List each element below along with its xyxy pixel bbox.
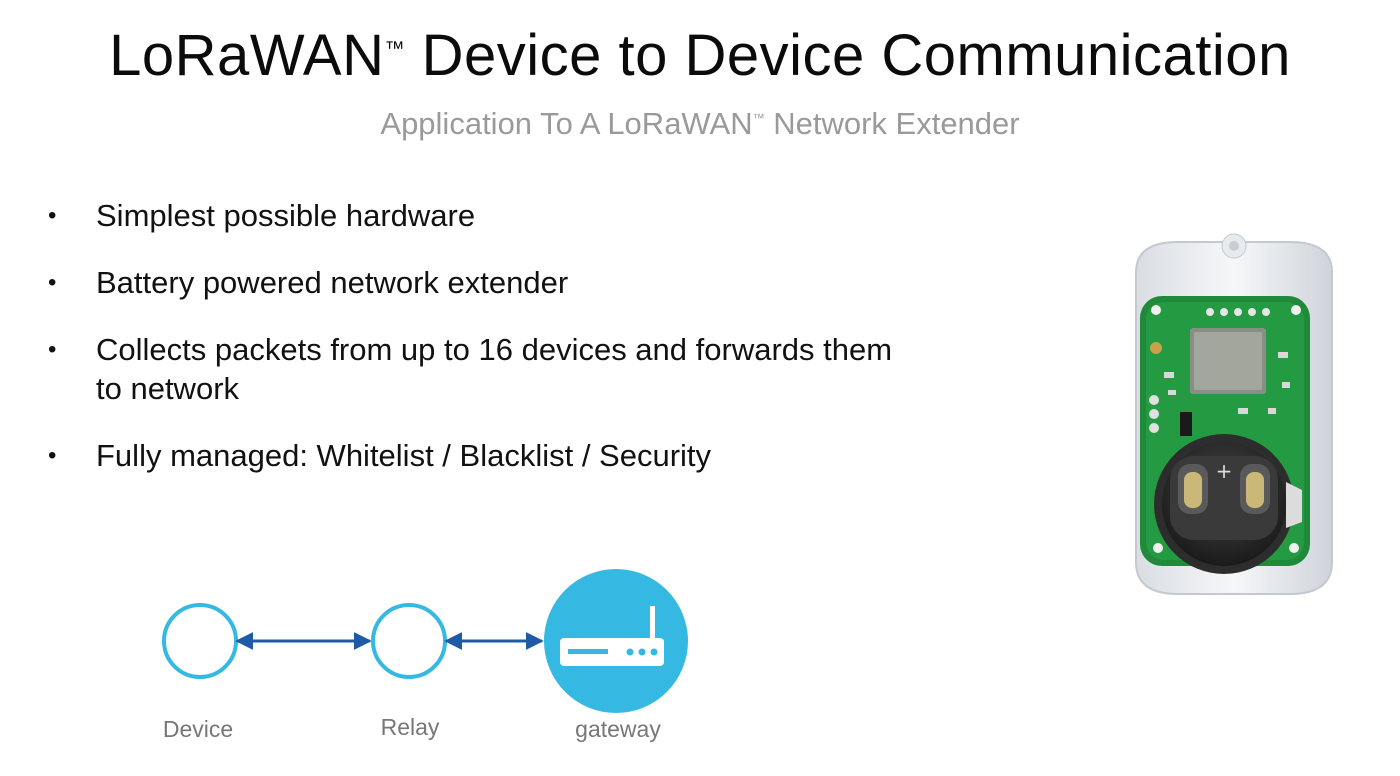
bullet-text: Simplest possible hardware [96, 198, 476, 233]
subtitle-trademark: ™ [752, 111, 765, 125]
bullet-text: Battery powered network extender [96, 265, 569, 300]
bullet-dot: • [48, 336, 57, 363]
bullet-list: • Simplest possible hardware • Battery p… [44, 196, 924, 503]
bullet-dot: • [48, 269, 57, 296]
router-icon [544, 569, 688, 713]
bullet-text: Collects packets from up to 16 devices a… [96, 332, 893, 406]
relay-diagram: Device Relay gateway [140, 560, 720, 760]
device-node [162, 603, 238, 679]
gateway-label: gateway [575, 716, 661, 742]
slide-subtitle: Application To A LoRaWAN™ Network Extend… [0, 106, 1400, 142]
bullet-dot: • [48, 442, 57, 469]
device-label: Device [162, 716, 234, 742]
bullet-item: • Collects packets from up to 16 devices… [44, 330, 904, 408]
svg-text:+: + [1216, 459, 1233, 483]
slide-title: LoRaWAN™ Device to Device Communication [0, 22, 1400, 89]
bullet-item: • Battery powered network extender [44, 263, 924, 302]
bullet-dot: • [48, 202, 57, 229]
subtitle-main: Application To A LoRaWAN [380, 106, 753, 141]
title-main: LoRaWAN [109, 23, 385, 88]
bullet-item: • Simplest possible hardware [44, 196, 924, 235]
title-rest: Device to Device Communication [404, 23, 1291, 88]
bullet-text: Fully managed: Whitelist / Blacklist / S… [96, 438, 712, 473]
subtitle-rest: Network Extender [764, 106, 1020, 141]
circuit-board-icon: + [1135, 233, 1333, 595]
relay-node [371, 603, 447, 679]
title-trademark: ™ [384, 38, 405, 60]
bullet-item: • Fully managed: Whitelist / Blacklist /… [44, 436, 924, 475]
relay-label: Relay [380, 714, 440, 740]
